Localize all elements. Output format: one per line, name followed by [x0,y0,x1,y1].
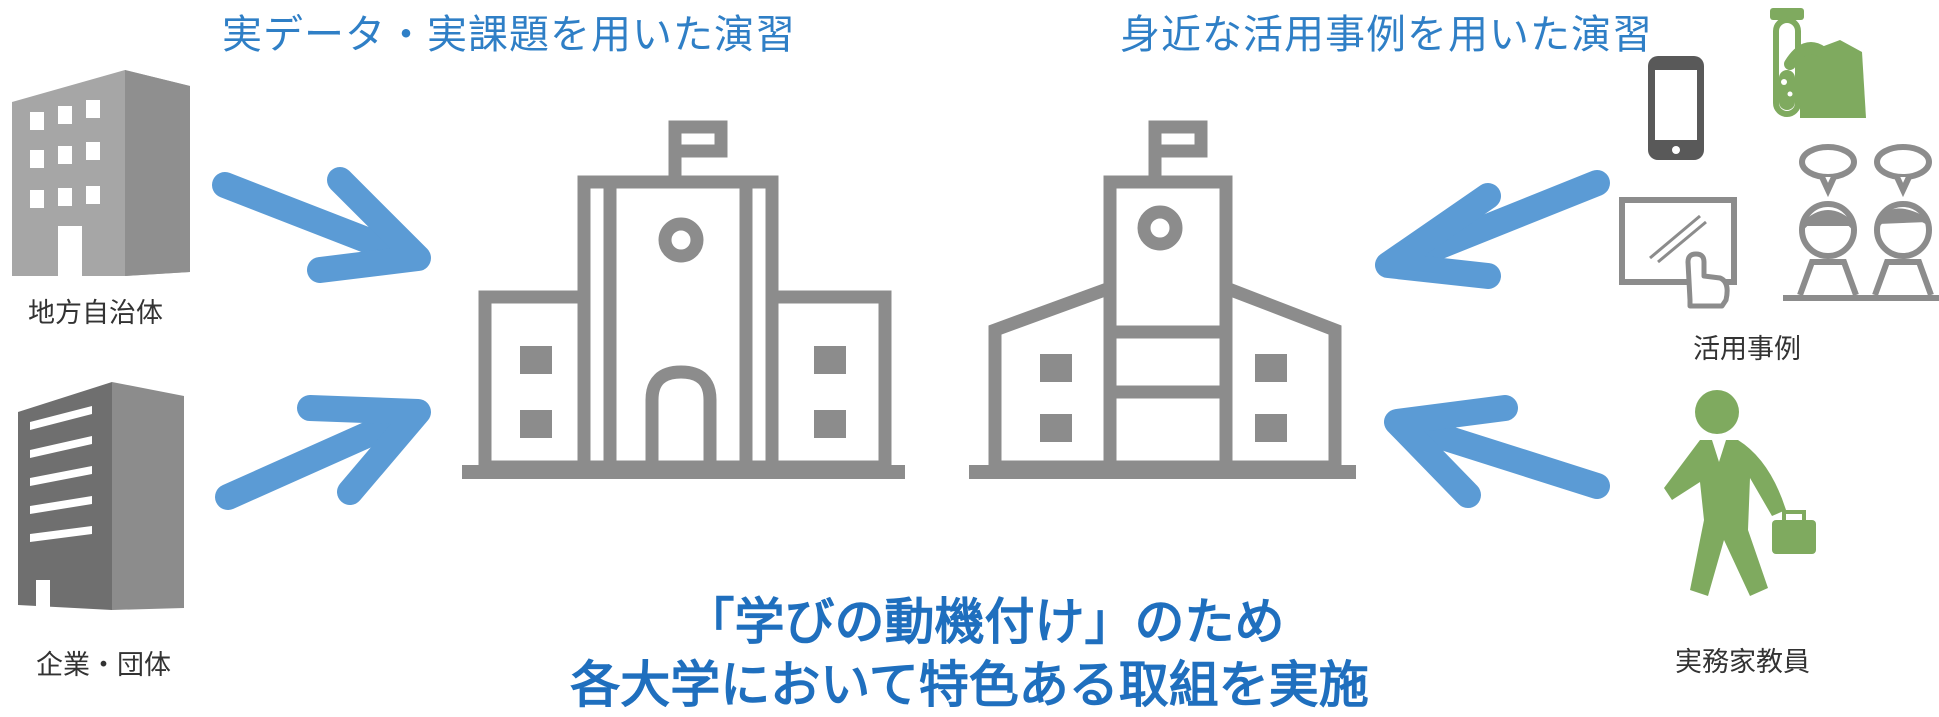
businessman-icon [1664,390,1816,596]
heading-left: 実データ・実課題を用いた演習 [222,12,796,58]
university-windows [520,346,846,438]
test-tube-icon [1770,8,1866,118]
label-local-government: 地方自治体 [28,298,163,329]
label-use-cases: 活用事例 [1693,334,1801,365]
heading-right: 身近な活用事例を用いた演習 [1120,12,1653,58]
label-practitioners: 実務家教員 [1675,647,1810,678]
arrow-bottom-right [1384,395,1610,508]
school-windows [1040,354,1287,442]
arrow-bottom-left [215,395,431,510]
office-building-icon [12,70,190,276]
university-building-icon [462,120,905,479]
arrow-top-left [212,167,431,283]
smartphone-icon [1648,56,1704,160]
tower-building-icon [18,382,184,610]
touch-screen-icon [1619,197,1737,309]
caption-line2: 各大学において特色ある取組を実施 [570,656,1369,714]
people-speech-icon [1783,144,1939,301]
arrow-top-right [1375,170,1610,289]
caption-line1: 「学びの動機付け」のため [684,593,1285,651]
diagram-canvas: 実データ・実課題を用いた演習 身近な活用事例を用いた演習 地方自治体 企業・団体… [12,8,1939,714]
school-building-icon [969,120,1356,479]
label-companies: 企業・団体 [36,650,171,681]
